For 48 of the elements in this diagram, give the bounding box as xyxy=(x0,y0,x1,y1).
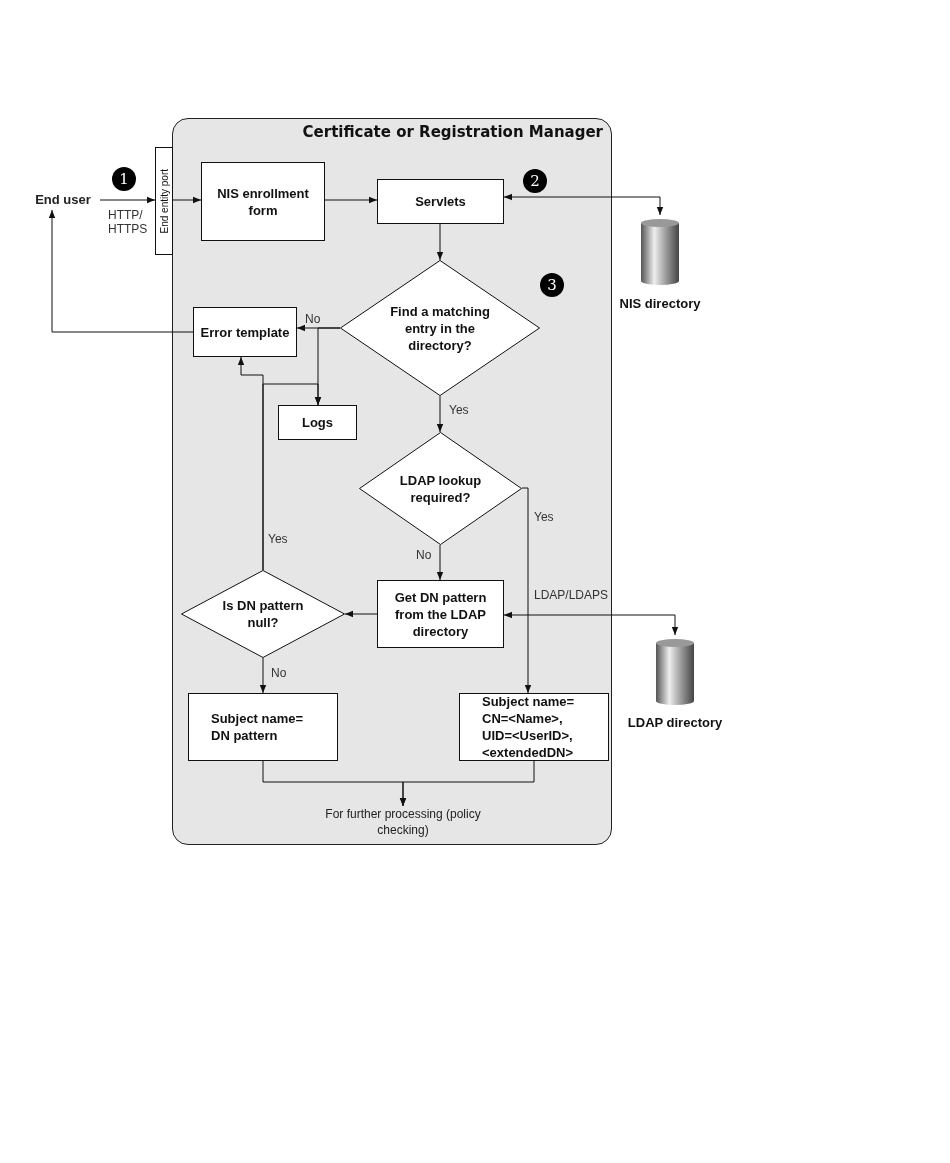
arrow xyxy=(503,611,679,636)
box-label: Subject name= DN pattern xyxy=(211,710,305,744)
decision-label: Is DN pattern null? xyxy=(221,597,305,631)
decision-label: LDAP lookup required? xyxy=(398,471,483,506)
process-box xyxy=(377,179,504,224)
arrow xyxy=(259,657,267,694)
arrow xyxy=(172,196,202,204)
port-label: End entity port xyxy=(158,168,170,234)
arrow xyxy=(399,760,535,807)
edge-label: Yes xyxy=(534,510,555,524)
edge-label: No xyxy=(271,666,288,680)
arrow xyxy=(521,487,532,694)
box-label: Get DN pattern from the LDAP directory xyxy=(393,588,488,640)
arrow xyxy=(436,544,444,581)
arrow xyxy=(262,383,322,571)
process-box xyxy=(377,580,504,648)
decision-label: Find a matching entry in the directory? xyxy=(389,302,491,354)
process-box xyxy=(278,405,357,440)
directory-label: NIS directory xyxy=(618,296,702,311)
directory-label: LDAP directory xyxy=(626,715,724,730)
edge-label: Yes xyxy=(268,532,289,546)
arrow xyxy=(503,193,664,216)
edge-label: No xyxy=(416,548,433,562)
note-text: For further processing (policy checking) xyxy=(305,806,501,840)
actor-label: End user xyxy=(26,190,100,210)
box-label: Error template xyxy=(200,323,290,341)
edge-label: LDAP/LDAPS xyxy=(534,588,610,602)
edge-label: Yes xyxy=(449,403,470,417)
arrow xyxy=(324,196,378,204)
callout-number: 1 xyxy=(112,167,136,191)
process-box xyxy=(193,307,297,357)
box-label: NIS enrollment form xyxy=(216,184,310,219)
edge-label: No xyxy=(305,312,322,326)
box-label: Logs xyxy=(301,414,334,431)
process-box xyxy=(459,693,609,761)
panel-title: Certificate or Registration Manager xyxy=(301,123,603,141)
arrow xyxy=(344,610,378,618)
box-label: Servlets xyxy=(415,193,466,210)
arrow xyxy=(436,395,444,433)
process-box xyxy=(201,162,325,241)
box-label: Subject name= CN=<Name>, UID=<UserID>, <extendedDN> xyxy=(482,693,576,761)
arrow xyxy=(99,196,156,204)
port-box xyxy=(155,147,173,255)
edge-label: HTTP/ HTTPS xyxy=(108,208,149,236)
container-panel xyxy=(172,118,612,845)
arrow xyxy=(48,209,194,333)
arrow xyxy=(436,223,444,261)
process-box xyxy=(188,693,338,761)
